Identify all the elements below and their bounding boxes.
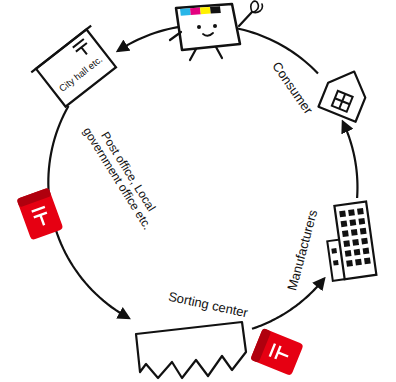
mascot-leg [216, 47, 222, 58]
yellow-stripe [200, 7, 211, 14]
sorting-center-icon [128, 318, 252, 380]
city-hall-icon [34, 30, 118, 106]
cartridge-body [17, 188, 64, 241]
mascot-arm [170, 32, 181, 40]
node-label: Consumer [260, 47, 324, 129]
cartridge-cap [17, 188, 52, 208]
consumer-node: Consumer [318, 62, 374, 122]
cartridge-mascot [170, 1, 262, 60]
mascot-eye [197, 25, 201, 29]
mascot-eye [213, 24, 217, 28]
cartridge-body [250, 328, 304, 376]
mascot-mouth [203, 33, 213, 36]
manufacturer-node: Manufacturers [324, 198, 378, 292]
factory-building-icon [324, 198, 378, 292]
house-icon [318, 62, 374, 122]
flow-arrow [343, 122, 358, 198]
node-label: Post office, Local government office etc… [75, 111, 169, 239]
cartridge-cap [250, 328, 271, 363]
mascot-arm [239, 12, 252, 26]
mascot-leg [190, 49, 196, 60]
red-cartridge [250, 328, 304, 376]
mascot-ribbon [251, 1, 262, 12]
postal-mark [270, 344, 291, 363]
postal-mark [32, 207, 51, 228]
node-label: Sorting center [148, 285, 268, 324]
black-stripe [210, 6, 221, 13]
city-hall-node: City hall etc.Post office, Local governm… [34, 30, 118, 106]
node-label: Manufacturers [280, 190, 325, 310]
cyan-stripe [180, 8, 191, 15]
red-cartridge [17, 188, 64, 241]
sorting-center-node: Sorting center [128, 318, 252, 380]
mascot-body [176, 4, 240, 50]
magenta-stripe [190, 8, 201, 15]
